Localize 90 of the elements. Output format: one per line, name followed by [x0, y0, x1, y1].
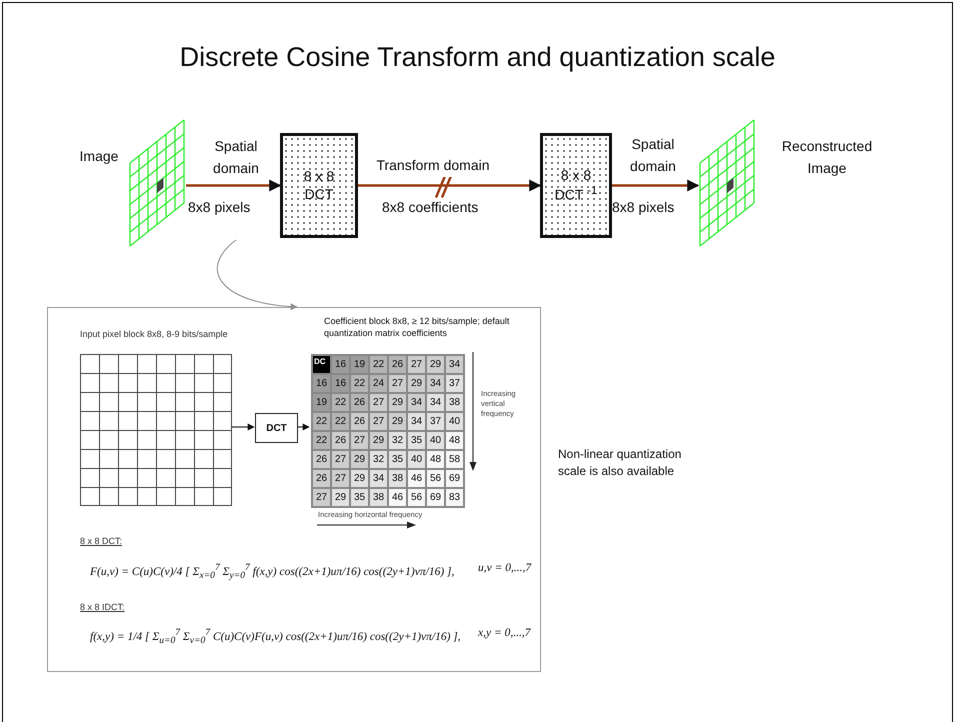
matrix-cell: 48	[426, 450, 445, 469]
matrix-cell: 29	[369, 431, 388, 450]
matrix-cell: 26	[388, 355, 407, 374]
matrix-cell: 58	[445, 450, 464, 469]
inset-panel	[47, 307, 541, 672]
matrix-cell: 48	[445, 431, 464, 450]
matrix-cell: 56	[426, 469, 445, 488]
image-caption: Image	[78, 147, 120, 166]
matrix-cell: 27	[407, 355, 426, 374]
formula: F(u,v) = C(u)C(v)/4 [ Σ$_{x=0}$$^{7}$ Σ$_{y=0}$$^{7}$ f(x,y) cos((2x+1)uπ/16) cos((2y+1)vπ/16) ],	[90, 562, 454, 582]
matrix-cell: 27	[369, 412, 388, 431]
matrix-cell: 69	[445, 469, 464, 488]
title: Discrete Cosine Transform and quantization scale	[178, 42, 776, 73]
matrix-cell: 27	[369, 393, 388, 412]
matrix-cell: 37	[445, 374, 464, 393]
matrix-cell: 38	[369, 488, 388, 507]
arrow	[612, 180, 700, 192]
matrix-cell: 19	[350, 355, 369, 374]
matrix-cell: 40	[426, 431, 445, 450]
matrix-cell: 27	[388, 374, 407, 393]
matrix-cell: 29	[426, 355, 445, 374]
matrix-cell: 35	[350, 488, 369, 507]
matrix-cell: 16	[331, 355, 350, 374]
formula: f(x,y) = 1/4 [ Σ$_{u=0}$$^{7}$ Σ$_{v=0}$$^{7}$ C(u)C(v)F(u,v) cos((2x+1)uπ/16) cos((2y+1)vπ/16) ],	[90, 627, 461, 646]
matrix-cell: 40	[407, 450, 426, 469]
matrix-cell: 29	[407, 374, 426, 393]
matrix-cell: 29	[350, 450, 369, 469]
matrix-cell: 16	[331, 374, 350, 393]
matrix-cell: 16	[312, 374, 331, 393]
matrix-cell: 29	[388, 393, 407, 412]
matrix-cell: 27	[350, 431, 369, 450]
formula-heading: 8 x 8 IDCT:	[80, 602, 125, 612]
matrix-cell: 38	[445, 393, 464, 412]
formula: u,v = 0,...,7	[478, 562, 532, 574]
matrix-cell: 34	[426, 393, 445, 412]
text-label: Input pixel block 8x8, 8-9 bits/sample	[80, 329, 228, 339]
matrix-cell: 32	[369, 450, 388, 469]
matrix-cell: 26	[350, 412, 369, 431]
matrix-cell: 32	[388, 431, 407, 450]
matrix-cell: 19	[312, 393, 331, 412]
matrix-cell: 22	[312, 431, 331, 450]
matrix-cell: 29	[388, 412, 407, 431]
matrix-cell: 29	[331, 488, 350, 507]
matrix-cell: 26	[350, 393, 369, 412]
matrix-cell: 22	[312, 412, 331, 431]
matrix-cell: 27	[331, 469, 350, 488]
matrix-cell: 29	[350, 469, 369, 488]
matrix-cell: 35	[407, 431, 426, 450]
matrix-cell: 24	[369, 374, 388, 393]
process-box: 8 x 8 DCT $^{-1}$	[540, 133, 612, 238]
text-label: Non-linear quantization scale is also available	[558, 446, 682, 480]
matrix-cell: 22	[369, 355, 388, 374]
process-box: 8 x 8 DCT	[280, 133, 358, 238]
formula: x,y = 0,...,7	[478, 627, 530, 639]
block-heading: Coefficient block 8x8, ≥ 12 bits/sample; default quantization matrix coefficients	[324, 316, 510, 340]
matrix-cell: 37	[426, 412, 445, 431]
arrow	[216, 240, 298, 310]
matrix-cell: 56	[407, 488, 426, 507]
arrow	[230, 424, 255, 430]
matrix-cell: 22	[331, 393, 350, 412]
text-label: 8x8 coefficients	[382, 199, 480, 215]
arrow	[296, 424, 310, 430]
text-label: 8x8 pixels	[612, 199, 676, 215]
matrix-cell: 22	[331, 412, 350, 431]
matrix-cell: 34	[407, 393, 426, 412]
matrix-cell: 26	[312, 469, 331, 488]
formula-heading: 8 x 8 DCT:	[80, 536, 122, 546]
matrix-cell: 83	[445, 488, 464, 507]
matrix-cell: 46	[388, 488, 407, 507]
matrix-cell: 34	[426, 374, 445, 393]
image-caption: Reconstructed Image	[780, 137, 874, 178]
matrix-cell: 22	[350, 374, 369, 393]
arrow	[186, 180, 282, 192]
arrow	[358, 180, 542, 192]
matrix-cell: 38	[388, 469, 407, 488]
matrix-cell: DC	[312, 355, 331, 374]
matrix-cell: 40	[445, 412, 464, 431]
matrix-cell: 27	[312, 488, 331, 507]
matrix-cell: 34	[369, 469, 388, 488]
matrix-cell: 46	[407, 469, 426, 488]
matrix-cell: 26	[312, 450, 331, 469]
pixel-grid	[80, 354, 232, 506]
process-box: DCT	[255, 413, 298, 443]
matrix-cell: 34	[407, 412, 426, 431]
matrix-cell: 69	[426, 488, 445, 507]
text-label: 8x8 pixels	[188, 199, 252, 215]
matrix-cell: 27	[331, 450, 350, 469]
matrix-cell: 26	[331, 431, 350, 450]
matrix-cell: 35	[388, 450, 407, 469]
matrix-cell: 34	[445, 355, 464, 374]
